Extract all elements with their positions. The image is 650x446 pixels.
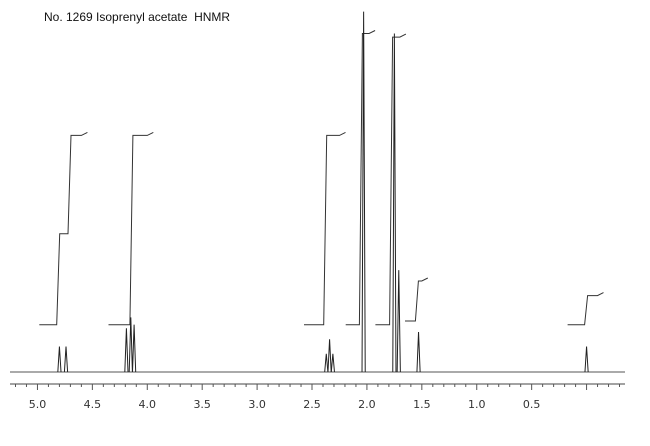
x-tick-label: 2.5 (303, 398, 321, 411)
x-tick-label: 3.5 (193, 398, 211, 411)
x-tick-label: 1.0 (468, 398, 486, 411)
spectrum-peak (330, 353, 335, 373)
spectrum-peak (128, 317, 133, 373)
x-tick-label: 2.0 (358, 398, 376, 411)
integral-curve (375, 33, 407, 326)
spectrum-peak (131, 324, 137, 373)
spectrum-peak (57, 346, 62, 373)
integral-curve (304, 131, 346, 326)
integral-curve (405, 277, 429, 322)
spectrum-peak (396, 270, 401, 373)
x-tick-label: 1.5 (413, 398, 431, 411)
spectrum-peak (416, 331, 421, 373)
integral-curve (345, 30, 376, 326)
spectrum-peak (361, 11, 366, 373)
x-tick-label: 4.5 (84, 398, 102, 411)
x-tick-label: 4.0 (139, 398, 157, 411)
x-tick-label: 5.0 (29, 398, 47, 411)
integral-curves (39, 30, 604, 326)
spectrum-peak (327, 339, 332, 373)
integral-curve (108, 131, 154, 326)
spectrum-peak (392, 33, 397, 373)
x-axis: 5.0 4.5 4.0 3.5 3.0 2.5 2.0 1.5 1.0 0.5 (10, 383, 625, 411)
spectrum-peaks (10, 11, 625, 373)
x-tick-label: 3.0 (248, 398, 266, 411)
spectrum-peak (584, 346, 589, 373)
spectrum-peak (124, 328, 129, 373)
integral-curve (39, 131, 88, 326)
chart-title: No. 1269 Isoprenyl acetate HNMR (44, 10, 231, 24)
x-tick-label: 0.5 (523, 398, 541, 411)
spectrum-peak (324, 353, 329, 373)
spectrum-peak (63, 346, 69, 373)
integral-curve (567, 292, 604, 326)
